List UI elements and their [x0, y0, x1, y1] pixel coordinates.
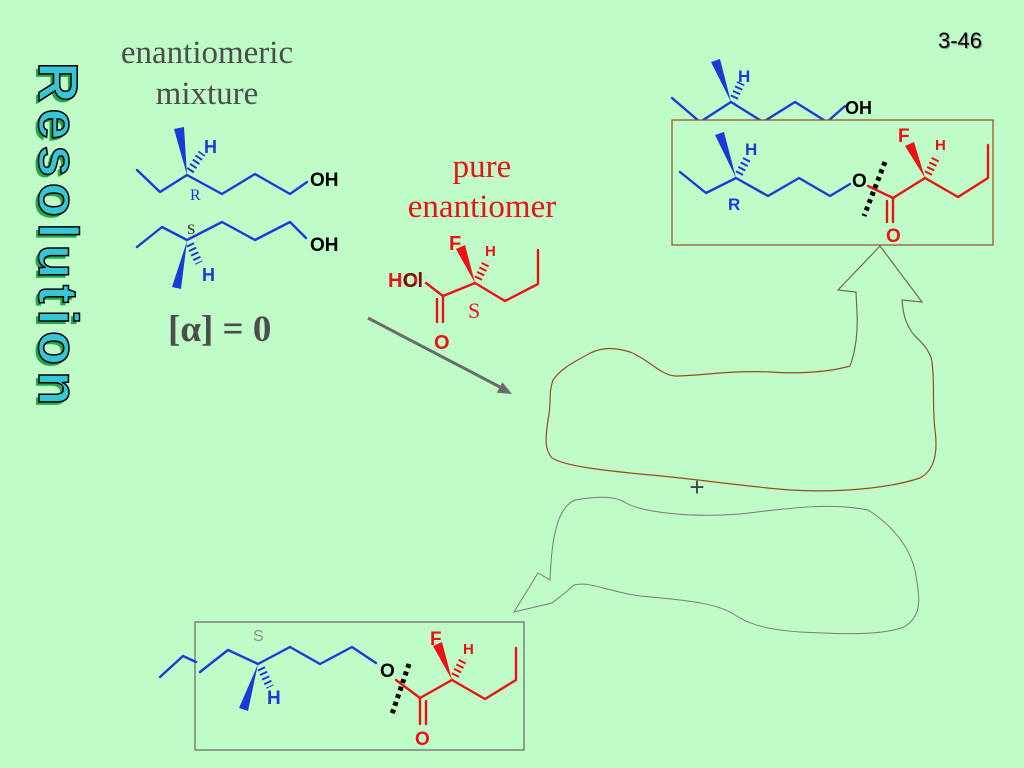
fluorine-label: F — [898, 126, 910, 147]
wedge-bond — [433, 642, 452, 680]
chloride-label: Cl — [403, 270, 423, 292]
configuration-label: S — [253, 628, 264, 645]
hydroxyl-label: OH — [310, 170, 339, 191]
configuration-label: S — [187, 222, 195, 238]
side-title: Resolution — [26, 61, 91, 412]
ester-oxygen-label: O — [380, 661, 395, 682]
wedge-bond — [239, 664, 258, 711]
hash-bond — [257, 666, 274, 689]
hydroxyl-label: OH — [845, 98, 872, 118]
s-alcohol: S H OH — [135, 220, 339, 289]
hydrogen-label: H — [202, 265, 215, 285]
mixture-caption-line1: enantiomeric — [121, 35, 293, 71]
carbonyl-oxygen-label: O — [886, 226, 901, 247]
hydroxyl-label: OH — [310, 235, 339, 256]
hash-bond — [735, 155, 752, 176]
hydrogen-label: H — [204, 137, 217, 157]
bond — [394, 678, 422, 700]
configuration-label: R — [190, 187, 201, 204]
configuration-label: R — [728, 195, 740, 214]
hash-bond — [474, 259, 491, 281]
bond — [891, 176, 927, 200]
hydroxyl-label: HO — [388, 270, 418, 292]
carbonyl-oxygen-label: O — [415, 729, 430, 750]
pure-caption-line2: enantiomer — [408, 189, 556, 225]
acid-chain — [450, 646, 518, 701]
bond — [424, 281, 445, 298]
r-alcohol: H R OH — [135, 127, 339, 204]
hash-bond — [186, 242, 203, 265]
carbon-chain — [135, 220, 308, 249]
hash-bond — [451, 656, 468, 678]
upward-block-arrow — [836, 245, 933, 367]
acid-chain — [923, 143, 990, 199]
carbonyl-oxygen-label: O — [434, 332, 450, 354]
carbon-chain — [473, 248, 540, 303]
wedge-bond — [905, 142, 925, 178]
fluorine-label: F — [430, 629, 442, 650]
ester-oxygen-label: O — [852, 171, 867, 192]
fluorine-label: F — [449, 233, 461, 255]
hydrogen-label: H — [485, 243, 496, 260]
plus-sign: + — [689, 472, 704, 502]
slide-number: 3-46 — [938, 28, 983, 53]
arrow-shaft — [367, 316, 501, 389]
carbon-chain — [135, 168, 309, 196]
cleavage-line — [861, 161, 888, 217]
bond — [418, 678, 454, 700]
hydrogen-label: H — [267, 688, 281, 709]
hash-bond — [924, 154, 941, 176]
alpha-hydrogen-label: H — [935, 137, 946, 154]
hydrogen-label: H — [738, 67, 750, 86]
carbon-chain — [670, 96, 847, 124]
alcohol-chain — [678, 170, 852, 198]
bond — [866, 184, 895, 200]
hydrogen-label: H — [745, 140, 757, 159]
lower-freeform-arrow — [512, 496, 920, 635]
arrow-head — [496, 382, 512, 394]
wedge-bond — [711, 59, 731, 102]
alpha-hydrogen-label: H — [463, 641, 474, 658]
r-ester: H R O F H O — [678, 126, 990, 247]
wedge-bond — [715, 132, 736, 178]
configuration-label: S — [468, 298, 480, 323]
cleavage-line — [389, 663, 412, 715]
s-ester-box — [194, 621, 525, 751]
s-ester: S H O F H O — [158, 628, 518, 750]
upper-freeform-outline — [545, 347, 937, 492]
top-alcohol: H OH — [670, 59, 872, 124]
acid-chloride: HO Cl O F H S — [388, 233, 540, 354]
mixture-caption-line2: mixture — [156, 76, 259, 112]
pure-caption-line1: pure — [453, 149, 512, 185]
reaction-arrow — [367, 316, 512, 394]
bond — [441, 281, 477, 298]
optical-rotation: [α] = 0 — [168, 309, 271, 350]
stray-chain — [158, 654, 198, 679]
hash-bond — [186, 150, 206, 174]
wedge-bond — [174, 127, 187, 175]
wedge-bond — [172, 241, 187, 289]
wedge-bond — [456, 245, 475, 283]
alcohol-chain — [198, 645, 378, 674]
